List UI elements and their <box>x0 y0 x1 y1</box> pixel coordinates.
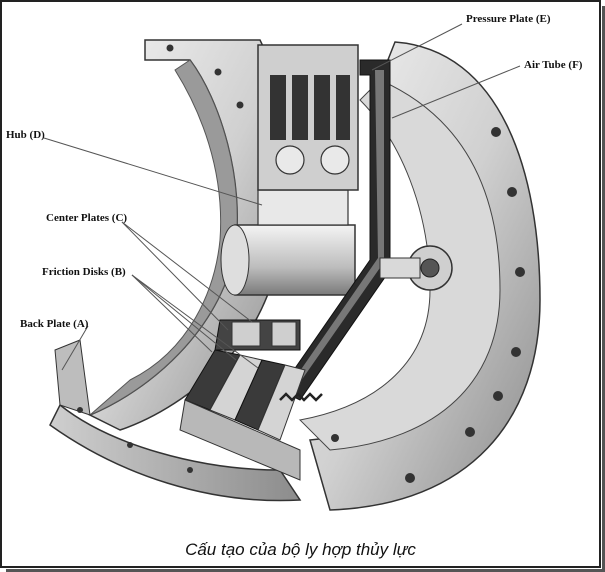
label-pressure-plate: Pressure Plate (E) <box>466 13 551 25</box>
air-tube-highlight <box>291 70 384 388</box>
label-center-plates: Center Plates (C) <box>46 212 128 224</box>
bolt-holes <box>77 44 525 483</box>
roller-2 <box>320 145 350 175</box>
label-friction-disks: Friction Disks (B) <box>42 266 126 278</box>
roller-1 <box>275 145 305 175</box>
label-hub: Hub (D) <box>6 129 45 141</box>
spring <box>279 392 323 402</box>
label-back-plate: Back Plate (A) <box>20 318 89 330</box>
hub-end <box>220 224 250 296</box>
leader-lines <box>43 23 521 371</box>
hub-body <box>234 224 356 296</box>
hub-block <box>257 189 349 226</box>
piston-2 <box>292 75 308 140</box>
pressure-plate-face <box>298 79 501 451</box>
piston-4 <box>336 75 350 140</box>
back-plate-lip <box>54 339 91 416</box>
figure-caption: Cấu tạo của bộ ly hợp thủy lực <box>185 540 416 559</box>
label-air-tube: Air Tube (F) <box>524 59 583 71</box>
disk-stack <box>179 319 306 481</box>
piston-3 <box>314 75 330 140</box>
piston-1 <box>270 75 286 140</box>
back-plate-ring <box>49 403 302 502</box>
